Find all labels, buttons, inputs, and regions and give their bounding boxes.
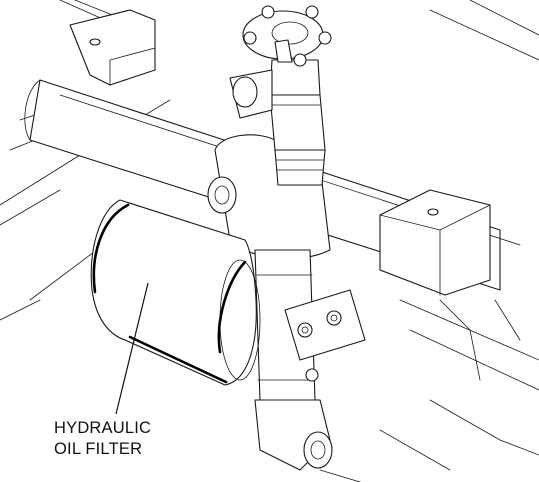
mounting-plate	[284, 289, 366, 382]
callout-line-2: OIL FILTER	[54, 440, 143, 458]
callout-line-1: HYDRAULIC	[54, 419, 152, 437]
right-bracket	[379, 189, 491, 296]
left-bracket	[69, 9, 156, 86]
filter-canister	[90, 199, 261, 386]
lower-fitting	[254, 249, 333, 471]
valve-handwheel	[242, 5, 332, 67]
callout-leader-line	[115, 282, 149, 415]
valve-body	[229, 59, 326, 186]
hydraulic-oil-filter-label: HYDRAULIC OIL FILTER	[54, 418, 204, 460]
